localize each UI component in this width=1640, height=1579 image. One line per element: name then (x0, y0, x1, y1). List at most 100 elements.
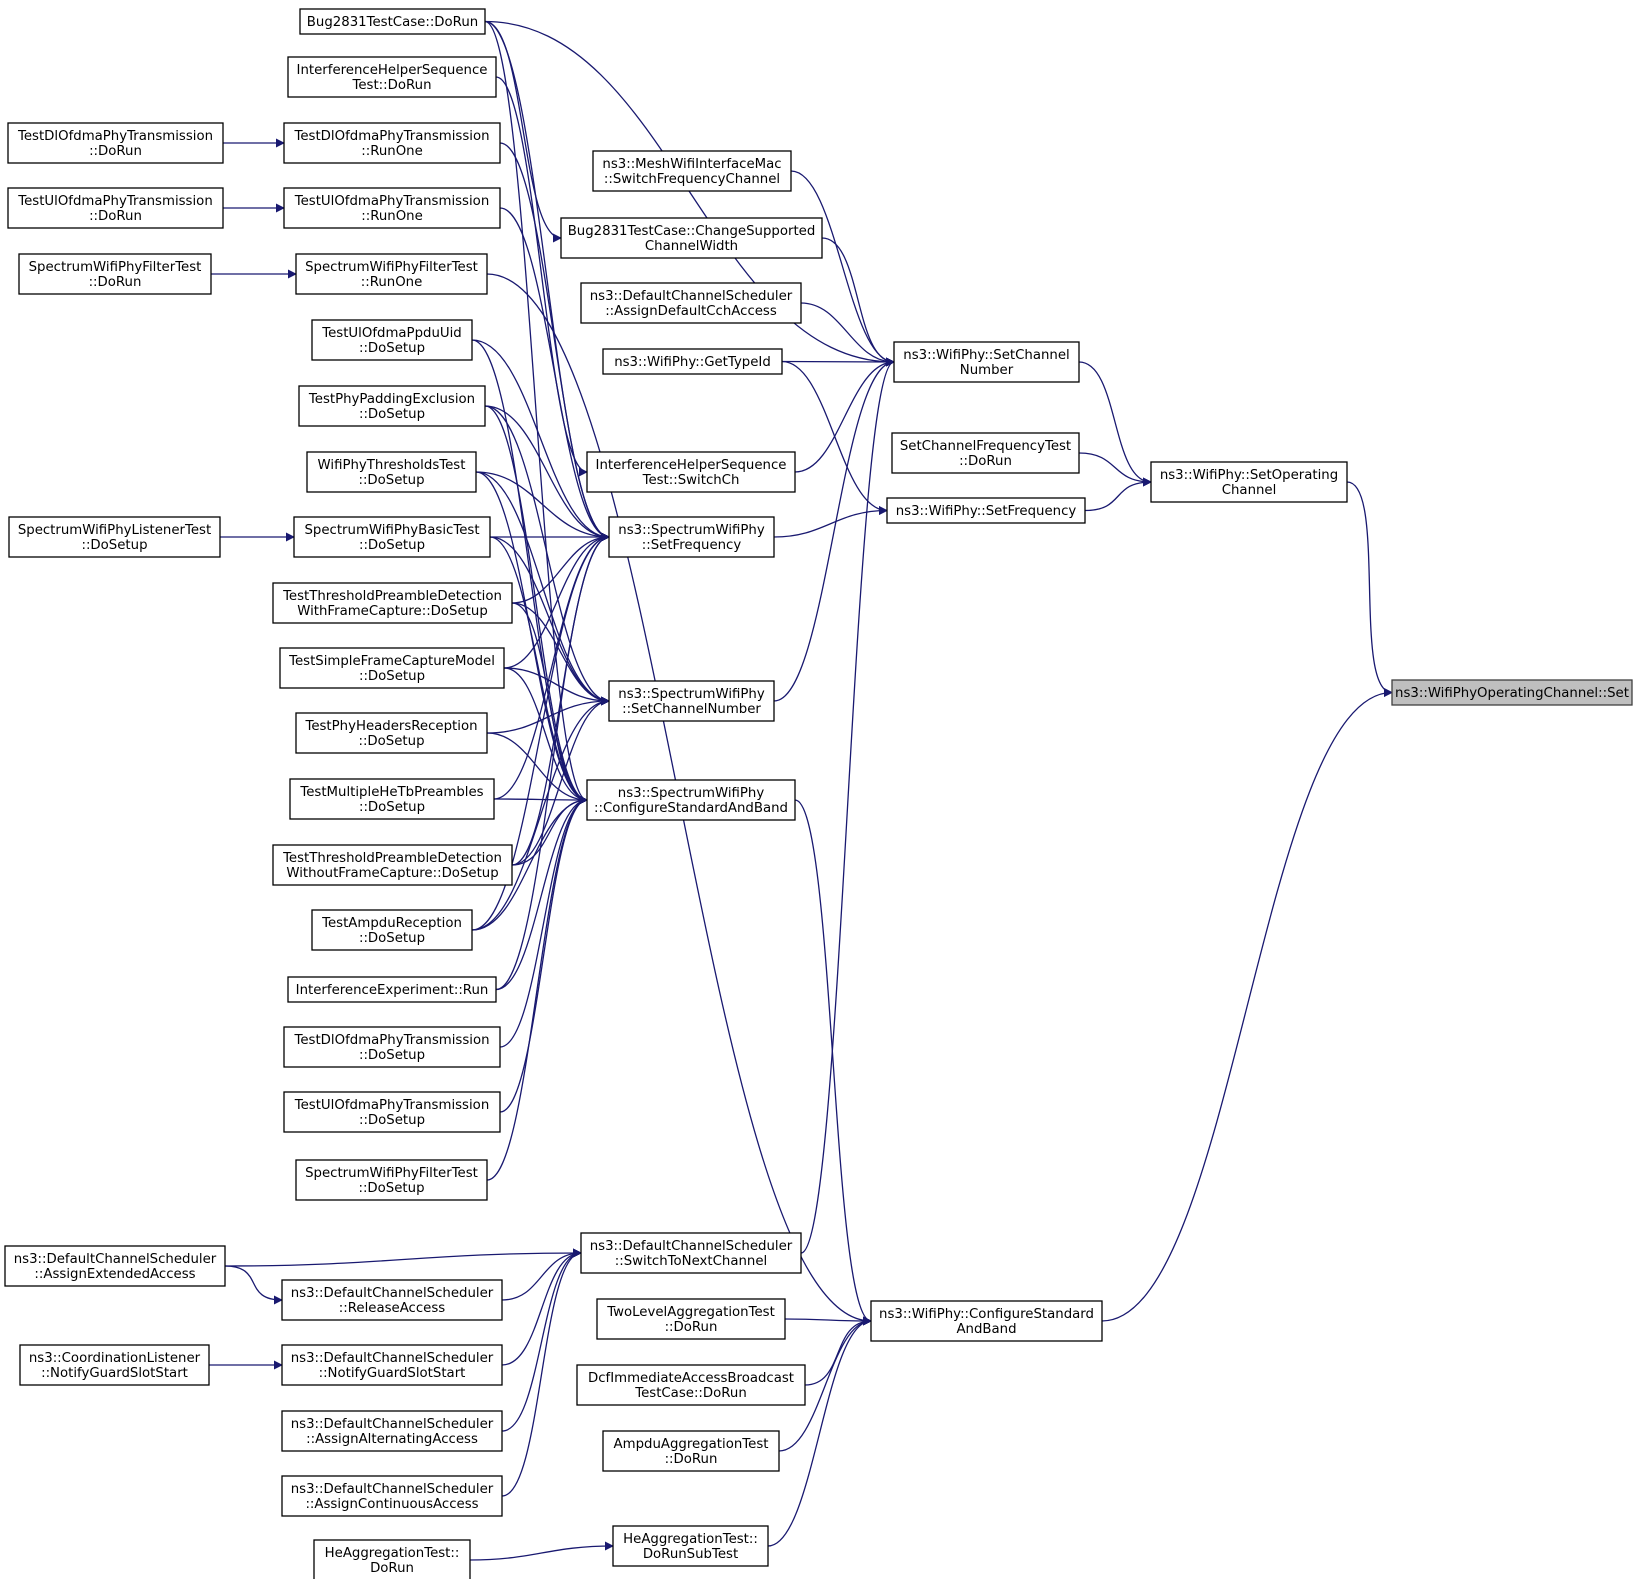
edge-padding-to-scfg (484, 405, 588, 805)
edge-simplefc-to-ssetch (503, 667, 610, 706)
edge-ulrunone-to-ssetfreq (499, 207, 610, 542)
node-ns3-spectrumwifiphy-setchannelnumber[interactable]: ns3::SpectrumWifiPhy::SetChannelNumber (608, 680, 775, 722)
node-label: ns3::DefaultChannelScheduler (291, 1286, 494, 1301)
node-label: ::AssignContinuousAccess (305, 1497, 478, 1512)
node-testsimpleframecapturemodel-dosetup[interactable]: TestSimpleFrameCaptureModel::DoSetup (279, 647, 505, 689)
node-spectrumwifiphyfiltertest-dosetup[interactable]: SpectrumWifiPhyFilterTest::DoSetup (295, 1159, 488, 1201)
node-label: ::DoRun (665, 1320, 718, 1335)
node-testdlofdmaphytransmission-dorun[interactable]: TestDlOfdmaPhyTransmission::DoRun (7, 122, 224, 164)
node-testmultiplehetbpreambles-dosetup[interactable]: TestMultipleHeTbPreambles::DoSetup (289, 778, 495, 820)
node-label: ::DoSetup (359, 669, 425, 684)
node-ns3-wifiphyoperatingchannel-set[interactable]: ns3::WifiPhyOperatingChannel::Set (1391, 679, 1633, 706)
node-label: ns3::SpectrumWifiPhy (618, 523, 765, 538)
node-label: TestThresholdPreambleDetection (282, 851, 502, 866)
edge-setch-to-setop (1078, 361, 1152, 487)
edge-assignext-to-release (224, 1265, 283, 1305)
node-dcfimmediateaccessbroadcasttestcase-dorun[interactable]: DcfImmediateAccessBroadcastTestCase::DoR… (576, 1364, 806, 1406)
node-spectrumwifiphylistenertest-dosetup[interactable]: SpectrumWifiPhyListenerTest::DoSetup (8, 516, 221, 558)
node-ns3-defaultchannelscheduler-assignalternatingaccess[interactable]: ns3::DefaultChannelScheduler::AssignAlte… (281, 1410, 503, 1452)
node-label: ::SetChannelNumber (622, 702, 761, 717)
node-label: ::ConfigureStandardAndBand (594, 801, 788, 816)
node-testdlofdmaphytransmission-runone[interactable]: TestDlOfdmaPhyTransmission::RunOne (283, 122, 501, 164)
node-label: ns3::WifiPhy::GetTypeId (614, 355, 771, 370)
edge-ssetch-to-setch (773, 357, 895, 702)
node-ns3-defaultchannelscheduler-releaseaccess[interactable]: ns3::DefaultChannelScheduler::ReleaseAcc… (281, 1279, 503, 1321)
node-testulofdmaphytransmission-dosetup[interactable]: TestUlOfdmaPhyTransmission::DoSetup (283, 1091, 501, 1133)
node-label: Test::SwitchCh (642, 473, 740, 488)
node-ns3-coordinationlistener-notifyguardslotstart[interactable]: ns3::CoordinationListener::NotifyGuardSl… (19, 1344, 210, 1386)
edge-bugcw-to-setch (821, 237, 895, 367)
node-ns3-wifiphy-setfrequency[interactable]: ns3::WifiPhy::SetFrequency (886, 497, 1086, 524)
edge-tpdwith-to-scfg (511, 602, 588, 805)
edge-multihe-to-scfg (493, 795, 588, 805)
node-box (4, 1245, 226, 1287)
node-box (576, 1364, 806, 1406)
node-spectrumwifiphyfiltertest-runone[interactable]: SpectrumWifiPhyFilterTest::RunOne (295, 253, 488, 295)
node-box (272, 582, 513, 624)
node-label: ::SwitchToNextChannel (615, 1254, 768, 1269)
node-ns3-wifiphy-setchannelnumber[interactable]: ns3::WifiPhy::SetChannelNumber (893, 341, 1080, 383)
node-label: AmpduAggregationTest (614, 1437, 769, 1452)
edge-hesub-to-cfgsb (767, 1316, 872, 1547)
node-label: TestThresholdPreambleDetection (282, 589, 502, 604)
node-spectrumwifiphybasictest-dosetup[interactable]: SpectrumWifiPhyBasicTest::DoSetup (293, 516, 491, 558)
node-label: ::AssignExtendedAccess (34, 1267, 195, 1282)
node-ns3-defaultchannelscheduler-assigndefaultcchaccess[interactable]: ns3::DefaultChannelScheduler::AssignDefa… (580, 282, 802, 324)
node-interferenceexperiment-run[interactable]: InterferenceExperiment::Run (287, 976, 497, 1003)
node-box (283, 1091, 501, 1133)
edge-ampduagg-to-cfgsb (778, 1316, 872, 1452)
node-label: ::DoSetup (359, 931, 425, 946)
node-testphypaddingexclusion-dosetup[interactable]: TestPhyPaddingExclusion::DoSetup (298, 385, 486, 427)
node-label: TestUlOfdmaPpduUid (321, 326, 462, 341)
node-spectrumwifiphyfiltertest-dorun[interactable]: SpectrumWifiPhyFilterTest::DoRun (18, 253, 212, 295)
node-box (279, 647, 505, 689)
node-testdlofdmaphytransmission-dosetup[interactable]: TestDlOfdmaPhyTransmission::DoSetup (283, 1026, 501, 1068)
node-box (8, 516, 221, 558)
node-testthresholdpreambledetectionwithframecapture-dosetup[interactable]: TestThresholdPreambleDetectionWithFrameC… (272, 582, 513, 624)
node-testphyheadersreception-dosetup[interactable]: TestPhyHeadersReception::DoSetup (295, 712, 488, 754)
edge-bugrun-to-setch (484, 20, 895, 367)
node-label: SpectrumWifiPhyFilterTest (29, 260, 202, 275)
node-ns3-defaultchannelscheduler-assigncontinuousaccess[interactable]: ns3::DefaultChannelScheduler::AssignCont… (281, 1475, 503, 1517)
node-ns3-wifiphy-configurestandardandband[interactable]: ns3::WifiPhy::ConfigureStandardAndBand (870, 1300, 1103, 1342)
node-box (295, 712, 488, 754)
node-label: ns3::WifiPhy::SetFrequency (896, 504, 1077, 519)
node-label: ::DoRun (89, 275, 142, 290)
edge-switchnext-to-setch (800, 357, 895, 1254)
node-ns3-wifiphy-gettypeid[interactable]: ns3::WifiPhy::GetTypeId (602, 348, 783, 375)
node-box (602, 348, 783, 375)
node-heaggregationtest-dorunsubtest[interactable]: HeAggregationTest::DoRunSubTest (612, 1525, 769, 1567)
node-wifiphythresholdstest-dosetup[interactable]: WifiPhyThresholdsTest::DoSetup (306, 451, 477, 493)
edge-assignalt-to-switchnext (501, 1248, 582, 1432)
edge-dlrunone-to-ssetfreq (499, 142, 610, 542)
node-bug2831testcase-changesupportedchannelwidth[interactable]: Bug2831TestCase::ChangeSupportedChannelW… (560, 217, 823, 259)
node-label: HeAggregationTest:: (623, 1532, 758, 1547)
node-ns3-meshwifiinterfacemac-switchfrequencychannel[interactable]: ns3::MeshWifiInterfaceMac::SwitchFrequen… (592, 150, 792, 192)
node-testulofdmappduuid-dosetup[interactable]: TestUlOfdmaPpduUid::DoSetup (311, 319, 473, 361)
node-testampdureception-dosetup[interactable]: TestAmpduReception::DoSetup (311, 909, 473, 951)
node-ns3-spectrumwifiphy-configurestandardandband[interactable]: ns3::SpectrumWifiPhy::ConfigureStandardA… (586, 779, 796, 821)
node-ampduaggregationtest-dorun[interactable]: AmpduAggregationTest::DoRun (602, 1430, 780, 1472)
node-box (7, 187, 224, 229)
node-label: SetChannelFrequencyTest (900, 439, 1071, 454)
node-bug2831testcase-dorun[interactable]: Bug2831TestCase::DoRun (299, 8, 486, 35)
node-ns3-spectrumwifiphy-setfrequency[interactable]: ns3::SpectrumWifiPhy::SetFrequency (608, 516, 775, 558)
node-heaggregationtest-dorun[interactable]: HeAggregationTest::DoRun (313, 1539, 471, 1579)
node-ns3-defaultchannelscheduler-assignextendedaccess[interactable]: ns3::DefaultChannelScheduler::AssignExte… (4, 1245, 226, 1287)
node-label: ns3::CoordinationListener (29, 1351, 201, 1366)
node-testulofdmaphytransmission-runone[interactable]: TestUlOfdmaPhyTransmission::RunOne (283, 187, 501, 229)
node-twolevelaggregationtest-dorun[interactable]: TwoLevelAggregationTest::DoRun (596, 1298, 786, 1340)
node-ns3-defaultchannelscheduler-notifyguardslotstart[interactable]: ns3::DefaultChannelScheduler::NotifyGuar… (281, 1344, 503, 1386)
node-box (580, 282, 802, 324)
node-ns3-defaultchannelscheduler-switchtonextchannel[interactable]: ns3::DefaultChannelScheduler::SwitchToNe… (580, 1232, 802, 1274)
node-testulofdmaphytransmission-dorun[interactable]: TestUlOfdmaPhyTransmission::DoRun (7, 187, 224, 229)
node-setchannelfrequencytest-dorun[interactable]: SetChannelFrequencyTest::DoRun (891, 432, 1080, 474)
node-testthresholdpreambledetectionwithoutframecapture-dosetup[interactable]: TestThresholdPreambleDetectionWithoutFra… (272, 844, 513, 886)
node-box (18, 253, 212, 295)
node-label: SpectrumWifiPhyFilterTest (305, 260, 478, 275)
node-label: DoRunSubTest (643, 1547, 738, 1562)
